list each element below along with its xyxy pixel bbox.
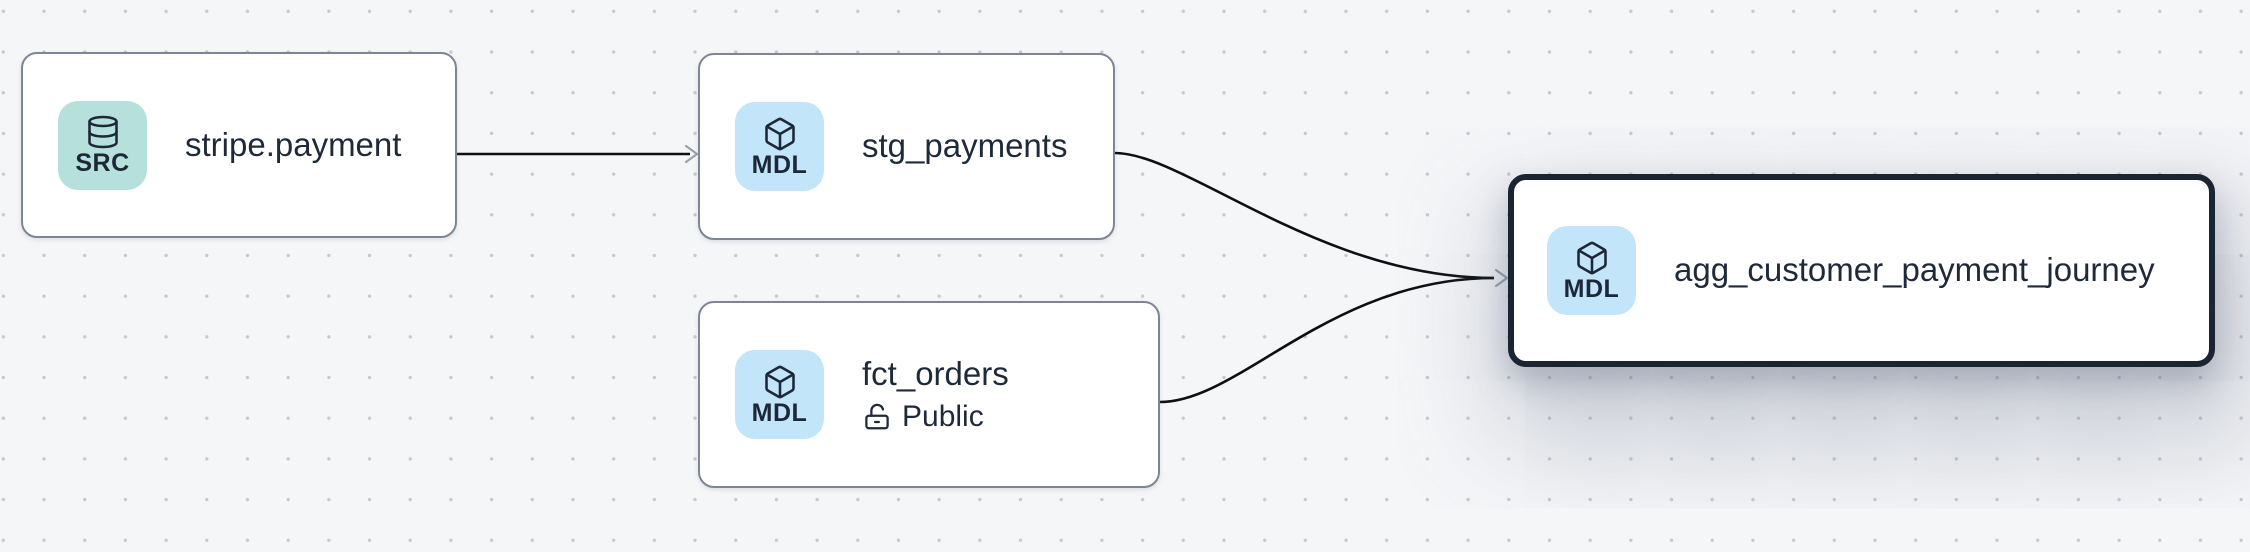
node-title: fct_orders bbox=[862, 354, 1009, 392]
node-text: stripe.payment bbox=[185, 123, 401, 168]
badge-label: MDL bbox=[751, 398, 808, 427]
badge-label: MDL bbox=[1563, 274, 1620, 303]
database-icon bbox=[87, 115, 118, 149]
node-agg-customer-payment-journey[interactable]: MDL agg_customer_payment_journey bbox=[1508, 174, 2215, 367]
access-row: Public bbox=[862, 397, 1009, 438]
node-text: fct_orders Public bbox=[862, 352, 1009, 437]
cube-icon bbox=[764, 365, 795, 398]
node-text: agg_customer_payment_journey bbox=[1674, 248, 2155, 293]
node-title: stg_payments bbox=[862, 127, 1068, 165]
cube-icon bbox=[1576, 241, 1607, 274]
node-title: stripe.payment bbox=[185, 125, 402, 163]
node-fct-orders[interactable]: MDL fct_orders Public bbox=[698, 301, 1160, 488]
edge-stg-to-agg bbox=[1114, 151, 1495, 280]
arrowhead-stg bbox=[684, 144, 699, 164]
arrowhead-agg bbox=[1494, 268, 1509, 288]
model-badge: MDL bbox=[1547, 226, 1636, 315]
model-badge: MDL bbox=[735, 350, 824, 439]
badge-label: SRC bbox=[75, 149, 130, 177]
unlock-icon bbox=[865, 403, 889, 430]
node-text: stg_payments bbox=[862, 124, 1067, 169]
badge-label: MDL bbox=[751, 150, 808, 179]
edge-fct-to-agg bbox=[1159, 276, 1495, 404]
model-badge: MDL bbox=[735, 102, 824, 191]
access-label: Public bbox=[902, 399, 984, 433]
node-stg-payments[interactable]: MDL stg_payments bbox=[698, 53, 1115, 240]
node-stripe-payment[interactable]: SRC stripe.payment bbox=[21, 52, 457, 238]
node-title: agg_customer_payment_journey bbox=[1674, 251, 2155, 289]
cube-icon bbox=[764, 117, 795, 150]
source-badge: SRC bbox=[58, 100, 147, 190]
